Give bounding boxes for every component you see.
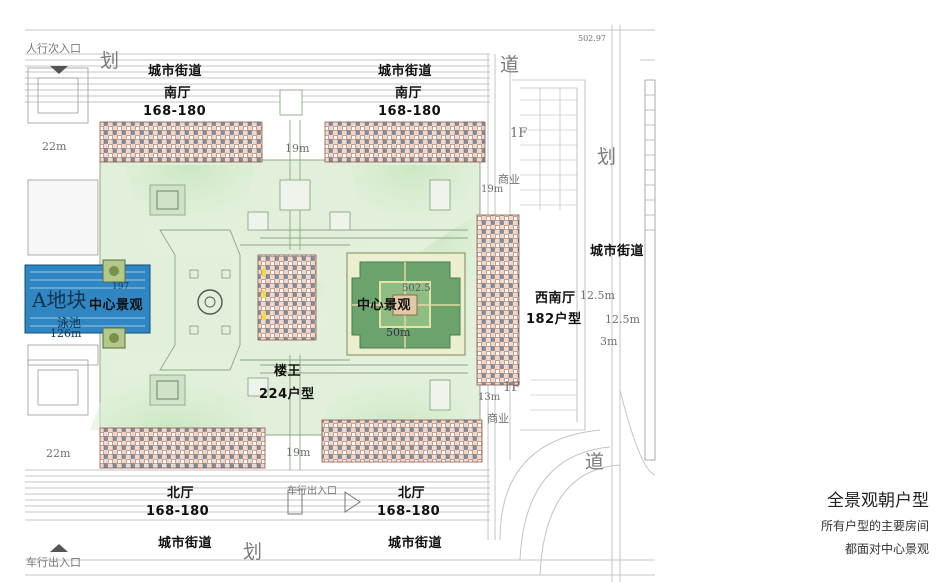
dim-19-bottom: 19m [286, 446, 311, 459]
dim-197: 197 [112, 282, 130, 292]
size-label-north-right: 168-180 [378, 104, 442, 119]
dim-50: 50m [386, 326, 411, 339]
caption-title: 全景观朝户型 [827, 491, 929, 511]
landscape-lines [149, 89, 468, 470]
road-char-hua-right: 划 [597, 146, 617, 168]
commercial-hatch [512, 79, 656, 461]
caption-line-1: 所有户型的主要房间 [820, 519, 929, 533]
vehicle-entrance-label: 车行出入口 [26, 556, 81, 569]
king-size-label: 224户型 [259, 387, 315, 402]
street-label-south-right: 城市街道 [388, 536, 443, 551]
road-char-dao-top: 道 [500, 54, 520, 76]
hall-label-east: 西南厅 [535, 291, 576, 306]
size-label-north-left: 168-180 [143, 104, 207, 119]
road-char-hua-top: 划 [100, 50, 120, 72]
entry-markers [50, 66, 361, 552]
west-landscape-label: 中心景观 [89, 298, 144, 313]
dim-502-top: 502.97 [578, 34, 606, 43]
center-landscape-label: 中心景观 [357, 298, 412, 313]
caption: 全景观朝户型 所有户型的主要房间 都面对中心景观 [821, 486, 929, 557]
residential-units [99, 121, 520, 469]
road-lines [25, 25, 656, 582]
pool-area-label: 126m [50, 327, 82, 340]
dim-22-bottom: 22m [46, 447, 71, 460]
dim-1f-bottom: 1F [503, 380, 521, 395]
dim-19-side: 19m [481, 184, 504, 195]
vehicle-entrance-mid-label: 车行出入口 [287, 486, 337, 497]
dim-19-top: 19m [285, 142, 310, 155]
dim-3: 3m [600, 335, 618, 348]
king-building-label: 楼王 [274, 364, 302, 379]
left-structures [27, 67, 99, 416]
pedestrian-entrance-label: 人行次入口 [26, 42, 81, 55]
commerce-label-bottom: 商业 [487, 412, 509, 425]
dim-22-top: 22m [42, 140, 67, 153]
size-label-south-right: 168-180 [377, 504, 441, 519]
dim-12-5b: 12.5m [605, 313, 640, 326]
size-label-south-left: 168-180 [146, 504, 210, 519]
dim-502: 502.5 [402, 283, 431, 294]
street-label-north-left: 城市街道 [148, 64, 203, 79]
commerce-label-top: 商业 [498, 173, 520, 186]
street-label-north-right: 城市街道 [378, 64, 433, 79]
street-label-east: 城市街道 [590, 244, 645, 259]
dim-13-side: 13m [478, 392, 501, 403]
central-lawn [346, 252, 466, 356]
road-char-dao-right: 道 [585, 451, 605, 473]
street-label-south-left: 城市街道 [158, 536, 213, 551]
pool-label: 泳池 [57, 316, 82, 330]
block-a-label: A地块 [32, 288, 87, 312]
size-label-east: 182户型 [526, 312, 582, 327]
pool-area [24, 259, 151, 349]
road-char-hua-bottom: 划 [243, 541, 263, 563]
hall-label-south-left: 北厅 [167, 486, 195, 501]
dim-12-5a: 12.5m [580, 289, 615, 302]
hall-label-north-left: 南厅 [164, 86, 192, 101]
hall-label-south-right: 北厅 [398, 486, 426, 501]
hall-label-north-right: 南厅 [395, 86, 423, 101]
caption-line-2: 都面对中心景观 [844, 542, 929, 556]
dim-1f-top: 1F [510, 126, 528, 141]
